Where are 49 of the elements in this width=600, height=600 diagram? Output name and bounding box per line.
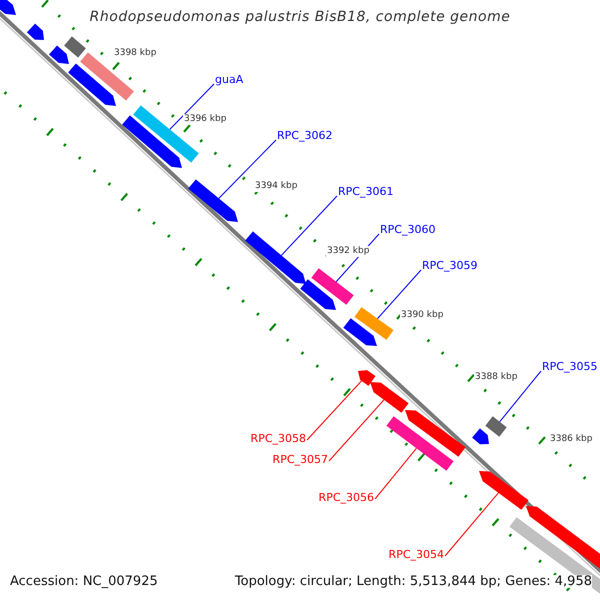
gene-label: RPC_3062 bbox=[277, 130, 332, 141]
gene-feature bbox=[188, 179, 238, 222]
leader-line bbox=[218, 140, 276, 199]
gene-feature bbox=[300, 279, 336, 310]
gene-label: RPC_3059 bbox=[422, 260, 478, 271]
scale-label: 3394 kbp bbox=[254, 181, 298, 192]
gene-feature bbox=[472, 428, 489, 444]
scale-label: 3392 kbp bbox=[326, 246, 370, 257]
gene-feature bbox=[370, 382, 409, 413]
gene-block bbox=[485, 416, 507, 437]
gene-feature bbox=[122, 115, 182, 168]
gene-feature bbox=[343, 318, 377, 346]
gene-label: guaA bbox=[215, 74, 244, 85]
gene-label: RPC_3061 bbox=[338, 186, 394, 197]
gene-feature bbox=[0, 0, 16, 15]
gene-feature bbox=[479, 471, 529, 510]
leader-line bbox=[499, 370, 542, 422]
genome-summary: Topology: circular; Length: 5,513,844 bp; Genes: 4,958 bbox=[234, 575, 592, 588]
gene-block bbox=[386, 416, 454, 471]
gene-label: RPC_3056 bbox=[318, 492, 374, 503]
gene-feature bbox=[26, 24, 44, 40]
leader-line bbox=[306, 380, 362, 440]
gene-label: RPC_3054 bbox=[388, 549, 444, 560]
gene-feature bbox=[49, 46, 69, 64]
leader-line bbox=[444, 492, 499, 556]
leader-line bbox=[169, 84, 214, 130]
gene-feature bbox=[526, 506, 600, 570]
leader-line bbox=[280, 196, 338, 256]
leader-line bbox=[328, 399, 384, 462]
gene-feature bbox=[405, 410, 466, 457]
gene-block bbox=[354, 307, 394, 340]
title: Rhodopseudomonas palustris BisB18, complete genome bbox=[88, 10, 512, 24]
scale-label: 3398 kbp bbox=[113, 48, 158, 59]
gene-block bbox=[311, 268, 354, 305]
gene-block bbox=[64, 36, 86, 58]
leader-line bbox=[377, 270, 422, 320]
gene-feature bbox=[68, 64, 116, 106]
gene-label: RPC_3055 bbox=[542, 361, 598, 372]
scale-label: 3386 kbp bbox=[549, 434, 594, 445]
scale-label: 3388 kbp bbox=[474, 372, 518, 383]
gene-feature bbox=[245, 231, 306, 284]
gene-label: RPC_3058 bbox=[250, 433, 306, 444]
scale-label: 3396 kbp bbox=[183, 114, 228, 125]
gene-feature bbox=[358, 370, 376, 386]
scale-label: 3390 kbp bbox=[400, 310, 444, 321]
gene-label: RPC_3057 bbox=[272, 454, 328, 465]
gene-label: RPC_3060 bbox=[380, 224, 436, 235]
leader-line bbox=[374, 448, 417, 500]
accession-text: Accession: NC_007925 bbox=[10, 575, 158, 588]
